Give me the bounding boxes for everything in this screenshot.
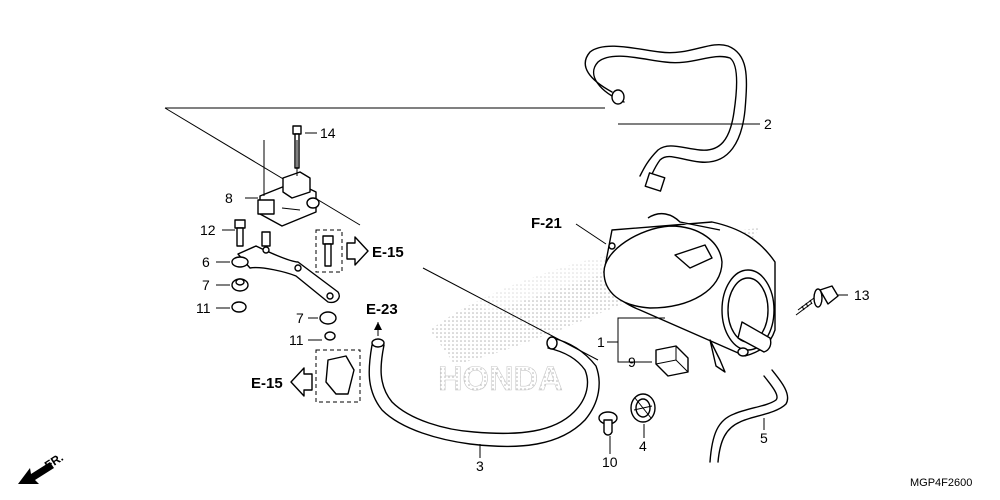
- leader-lines: [216, 123, 848, 458]
- collar-7-center: [319, 311, 337, 325]
- collar-11-center: [324, 331, 336, 341]
- callout-1: 1: [597, 334, 605, 350]
- foam-pad: [655, 345, 689, 377]
- rubber-grommet: [630, 393, 656, 423]
- hose-lower: [368, 336, 600, 448]
- push-clip: [598, 411, 618, 436]
- valve-bracket: [237, 231, 340, 304]
- ref-e15-top: E-15: [372, 244, 404, 261]
- hose-right: [709, 369, 789, 463]
- washer-6: [231, 256, 249, 268]
- callout-7-left: 7: [202, 277, 210, 293]
- callout-5: 5: [760, 430, 768, 446]
- watermark-text: HONDA: [438, 360, 563, 398]
- ref-e23: E-23: [366, 301, 398, 318]
- assembly-outline-line: [164, 107, 605, 361]
- mount-box-lower: [315, 349, 361, 403]
- callout-3: 3: [476, 458, 484, 474]
- flange-bolt: [795, 285, 839, 316]
- ref-f21: F-21: [531, 215, 562, 232]
- e15-bottom-arrow: [290, 367, 313, 397]
- collar-7-left: [231, 278, 249, 292]
- e23-arrow: [374, 322, 382, 336]
- callout-4: 4: [639, 438, 647, 454]
- callout-6: 6: [202, 254, 210, 270]
- front-arrow-icon: FR.: [18, 450, 66, 484]
- hose-upper: [584, 44, 748, 192]
- bracket-bolt-box: [315, 229, 343, 273]
- callout-7-center: 7: [296, 310, 304, 326]
- callout-2: 2: [764, 116, 772, 132]
- callout-11-left: 11: [196, 300, 211, 316]
- callout-11-center: 11: [289, 332, 304, 348]
- ref-e15-bottom: E-15: [251, 375, 283, 392]
- e15-top-arrow: [346, 236, 369, 266]
- collar-11-left: [231, 301, 247, 313]
- evap-canister: [603, 212, 776, 373]
- callout-12: 12: [200, 222, 216, 238]
- diagram-code: MGP4F2600: [910, 477, 972, 489]
- callout-8: 8: [225, 190, 233, 206]
- bolt-12: [234, 219, 246, 247]
- purge-solenoid-valve: [257, 125, 320, 227]
- callout-9: 9: [628, 354, 636, 370]
- callout-14: 14: [320, 125, 336, 141]
- callout-13: 13: [854, 287, 870, 303]
- callout-10: 10: [602, 454, 618, 470]
